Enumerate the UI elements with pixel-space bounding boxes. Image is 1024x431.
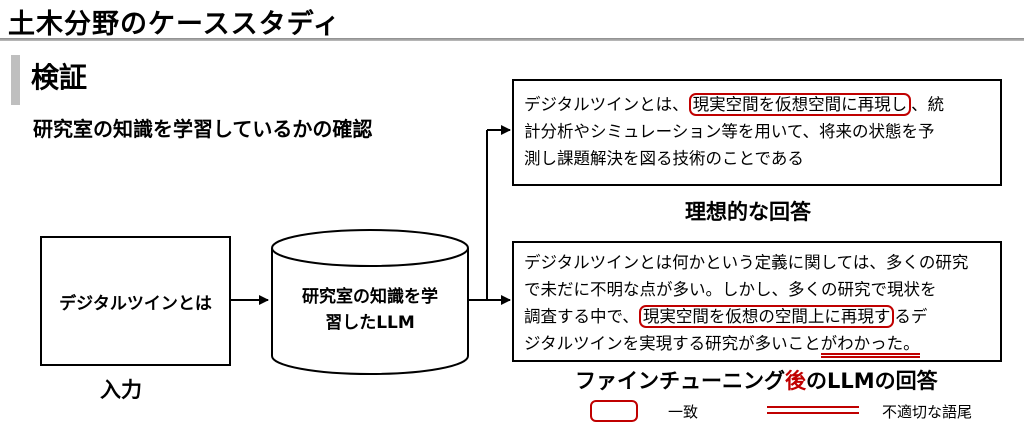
llm-label: 研究室の知識を学 習したLLM (272, 284, 468, 336)
llm-label-line1: 研究室の知識を学 (302, 287, 438, 307)
answer-text: ジタルツインを実現する研究が多いこと (524, 334, 821, 353)
ideal-answer-line: 測し課題解決を図る技術のことである (524, 149, 804, 168)
answer-text: デジタルツインとは、 (524, 95, 689, 114)
answer-text: るデ (894, 307, 928, 326)
finetuned-answer-line: で未だに不明な点が多い。しかし、多くの研究で現状を (524, 280, 937, 299)
caption-emphasis: 後 (785, 369, 806, 393)
ideal-answer-box: デジタルツインとは、現実空間を仮想空間に再現し、統 計分析やシミュレーション等を… (512, 79, 1002, 186)
inappropriate-ending-underline: がわかった。 (820, 334, 920, 358)
finetuned-answer-box: デジタルツインとは何かという定義に関しては、多くの研究 で未だに不明な点が多い。… (512, 241, 1002, 362)
legend-inappropriate-label: 不適切な語尾 (882, 403, 973, 421)
section-heading: 検証 (31, 61, 88, 94)
legend-match-swatch (590, 400, 638, 422)
finetuned-answer-line: ジタルツインを実現する研究が多いことがわかった。 (524, 330, 992, 358)
legend-underline-swatch (767, 406, 859, 414)
title-divider (0, 38, 1024, 41)
llm-cylinder (271, 229, 469, 375)
ideal-answer-caption: 理想的な回答 (685, 200, 811, 224)
input-caption: 入力 (100, 378, 142, 402)
caption-text: のLLMの回答 (806, 369, 938, 393)
match-highlight: 現実空間を仮想の空間上に再現す (638, 305, 895, 328)
finetuned-answer-line: 調査する中で、現実空間を仮想の空間上に再現するデ (524, 303, 992, 330)
section-subheading: 研究室の知識を学習しているかの確認 (33, 117, 373, 141)
answer-text: 調査する中で、 (524, 307, 639, 326)
input-box: デジタルツインとは (40, 236, 231, 366)
caption-text: ファインチューニング (575, 369, 785, 393)
ideal-answer-line: デジタルツインとは、現実空間を仮想空間に再現し、統 (524, 91, 992, 118)
slide-title: 土木分野のケーススタディ (8, 9, 341, 40)
finetuned-answer-caption: ファインチューニング後のLLMの回答 (575, 365, 938, 395)
answer-text: 、統 (911, 95, 945, 114)
ideal-answer-line: 計分析やシミュレーション等を用いて、将来の状態を予 (524, 122, 935, 141)
llm-label-line2: 習したLLM (325, 313, 415, 333)
match-highlight: 現実空間を仮想空間に再現し (688, 93, 912, 116)
legend-match-label: 一致 (668, 403, 699, 421)
section-accent-bar (11, 55, 20, 105)
finetuned-answer-line: デジタルツインとは何かという定義に関しては、多くの研究 (524, 253, 969, 272)
input-text: デジタルツインとは (59, 293, 212, 314)
